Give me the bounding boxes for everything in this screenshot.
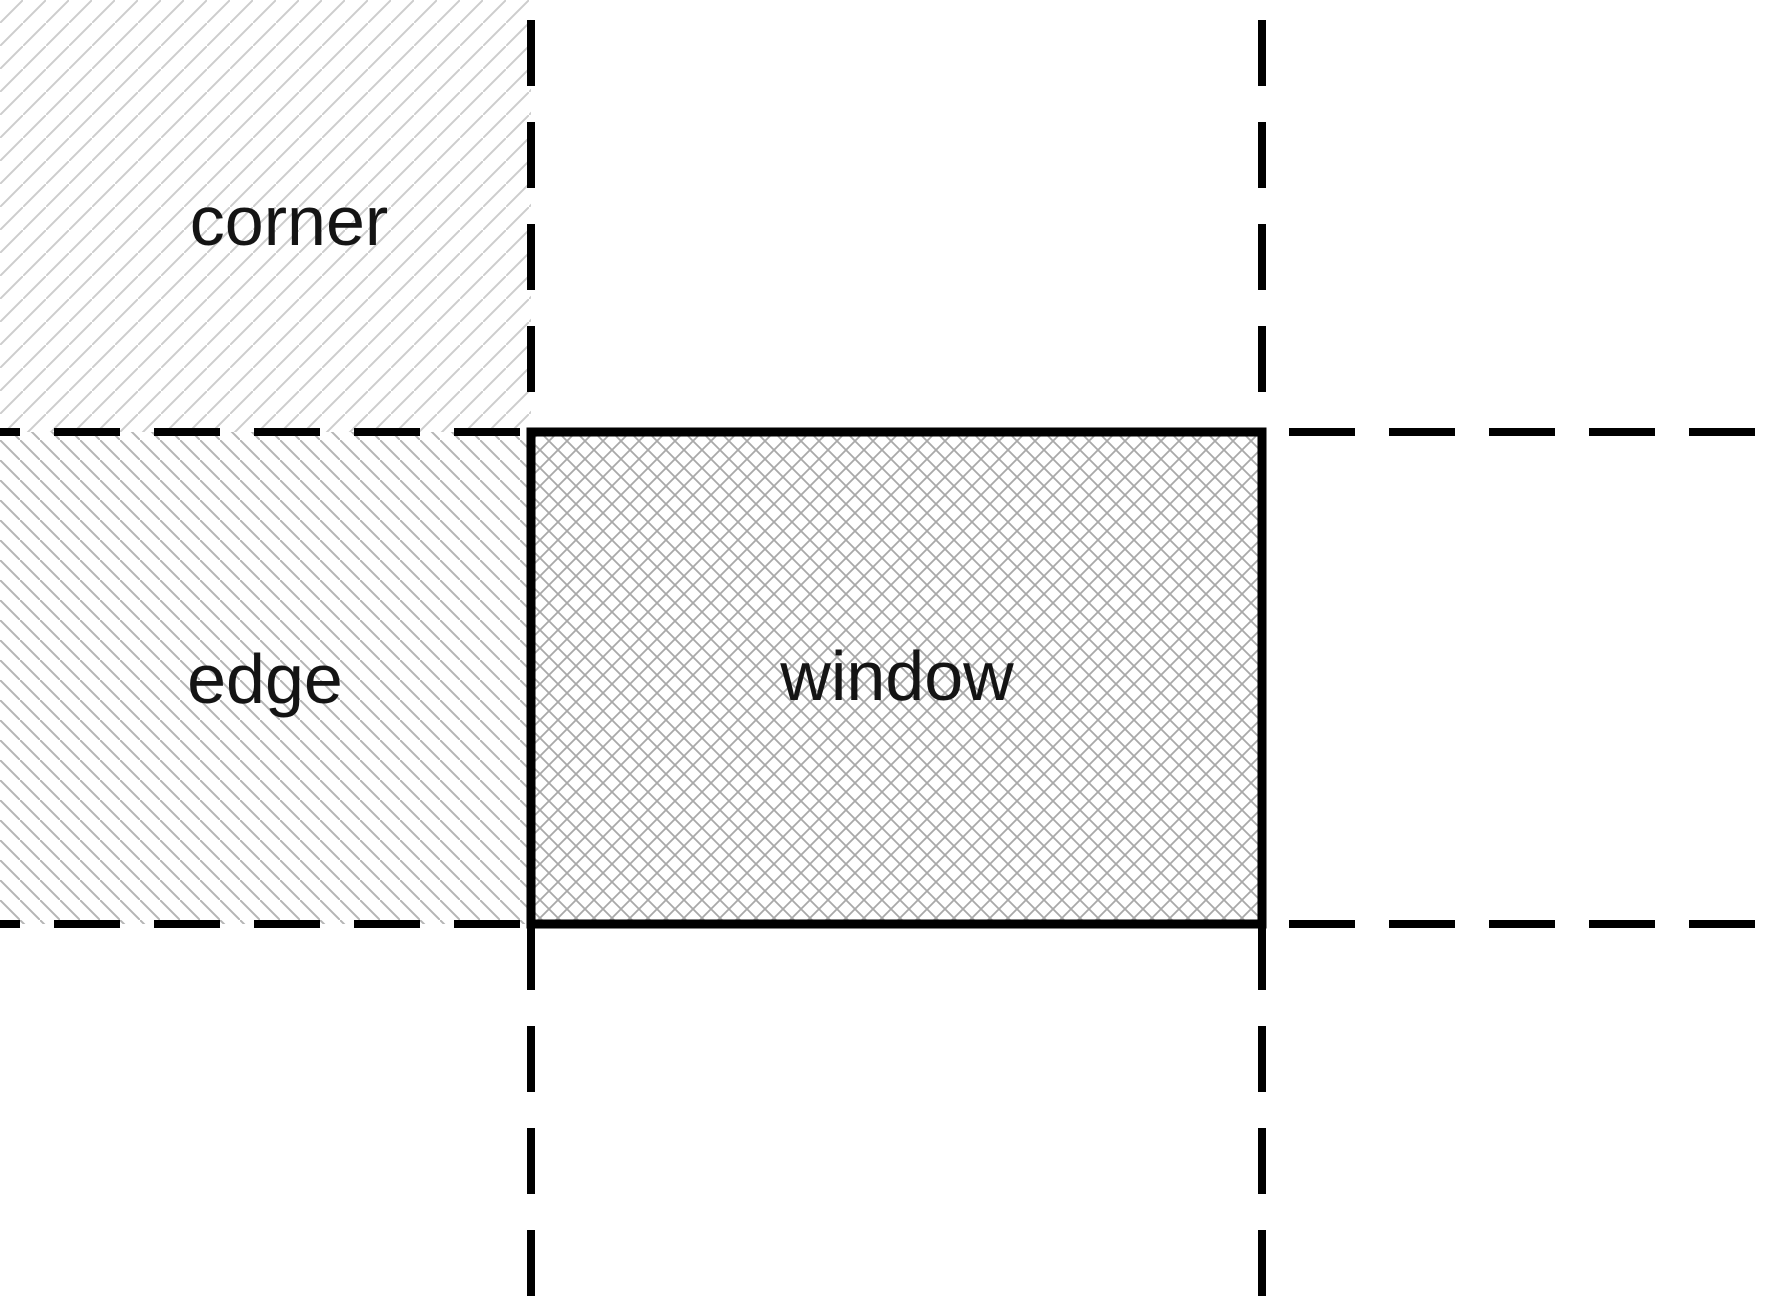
window-region: [526, 427, 1267, 929]
window-label: window: [779, 637, 1014, 715]
edge-region: [0, 432, 531, 924]
corner-region: [0, 0, 531, 432]
corner-label: corner: [190, 182, 388, 260]
edge-label: edge: [187, 640, 343, 718]
